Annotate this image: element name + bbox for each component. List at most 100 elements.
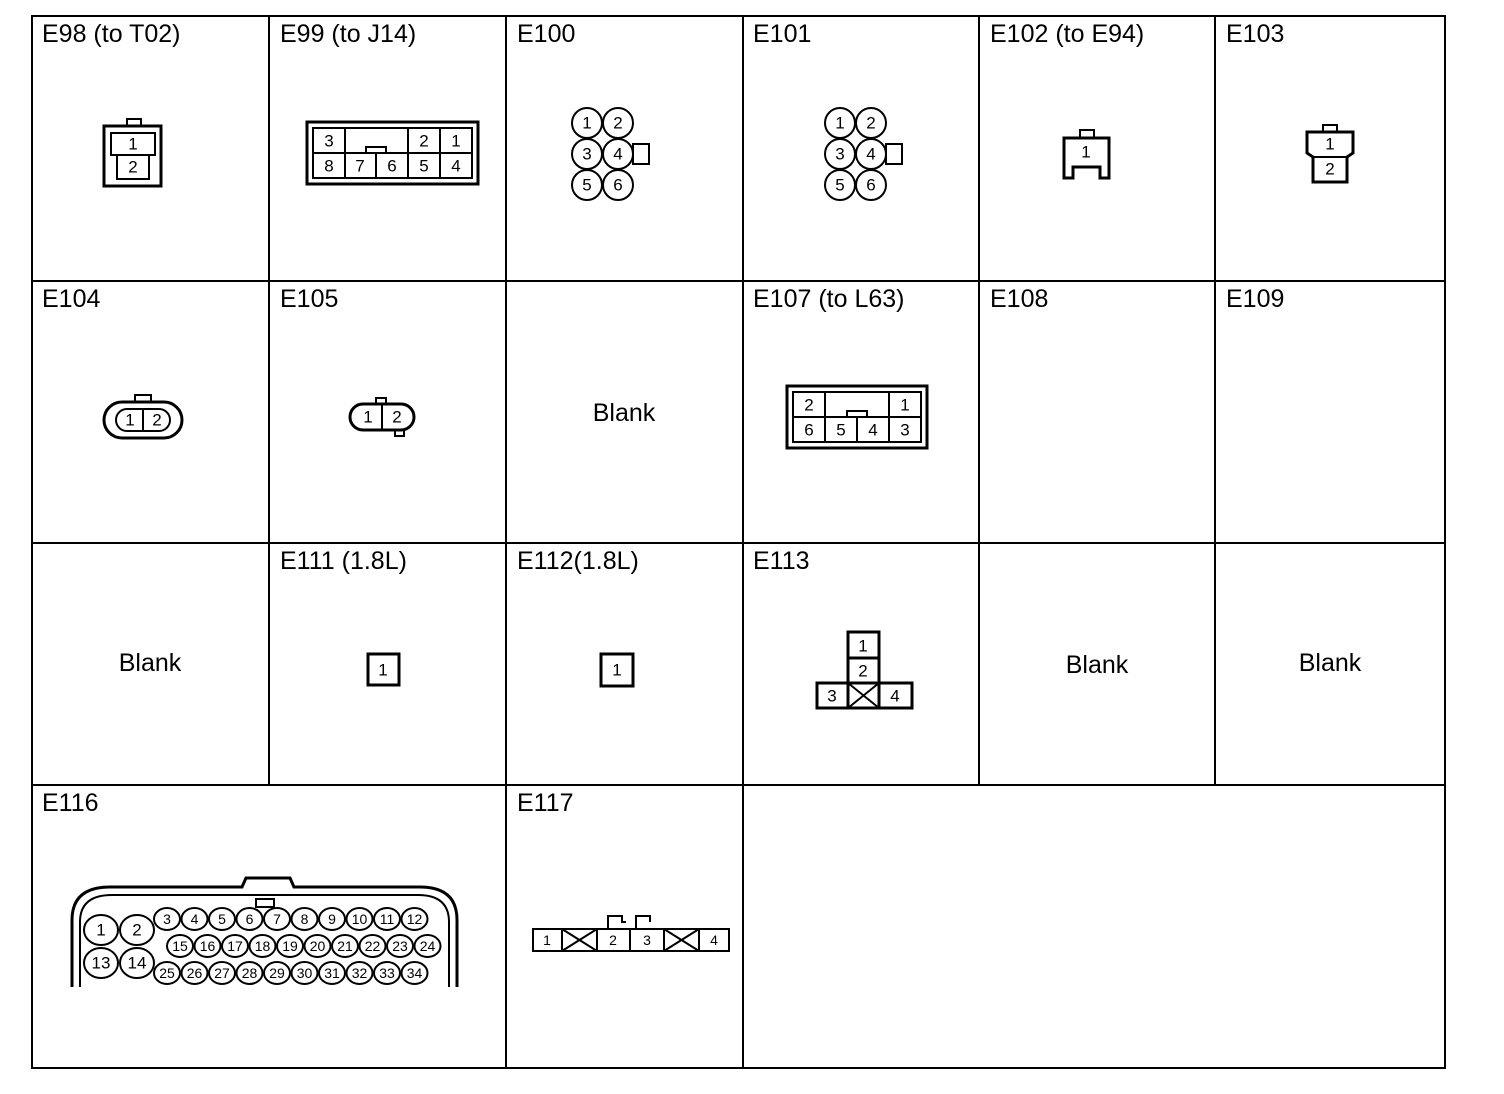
- e116-pin-outline: [413, 934, 442, 958]
- pin-label: 4: [451, 157, 460, 176]
- pin-label: 3: [643, 932, 651, 948]
- cell-e100: E100 1 2 3 4 5 6: [517, 20, 650, 201]
- connector-label: E116: [42, 789, 99, 817]
- pin-label: 2: [866, 114, 875, 133]
- cell-e103: E103 1 2: [1226, 20, 1355, 184]
- e116-pin-outline: [318, 961, 346, 985]
- blank-text: Blank: [1299, 649, 1362, 677]
- pin-label: 27: [214, 965, 230, 981]
- blank-text: Blank: [593, 399, 656, 427]
- pin-label: 1: [96, 921, 105, 940]
- connector-e99-diagram: 3 2 1 8 7 6 5 4: [305, 120, 480, 186]
- connector-e103-diagram: 1 2: [1305, 124, 1355, 184]
- pin-label: 1: [363, 408, 372, 427]
- connector-e105-diagram: 1 2: [348, 397, 416, 437]
- e116-pin-outline: [331, 934, 359, 958]
- e116-pin: 17: [221, 934, 249, 958]
- e116-pin-outline: [386, 934, 414, 958]
- pin-label: 3: [827, 687, 836, 706]
- e116-pin-outline: [373, 961, 401, 985]
- pin-label: 1: [1081, 143, 1090, 162]
- e116-pin-outline: [373, 907, 401, 931]
- cell-e109: E109: [1226, 285, 1284, 313]
- e116-pin: 30: [290, 961, 319, 985]
- e116-pin: 23: [386, 934, 414, 958]
- pin-label: 2: [858, 662, 867, 681]
- e116-pin: 3: [153, 907, 181, 931]
- pin-label: 2: [804, 396, 813, 415]
- e116-pin: 10: [345, 907, 374, 931]
- cell-e105: E105 1 2: [280, 285, 416, 437]
- pin-label: 23: [392, 938, 408, 954]
- pin-label: 2: [132, 921, 141, 940]
- e116-pin: 18: [248, 934, 277, 958]
- connector-e104-diagram: 1 2: [102, 394, 184, 440]
- e116-pin: 21: [331, 934, 359, 958]
- pin-label: 2: [128, 158, 137, 177]
- e116-pin-outline: [400, 961, 429, 985]
- e116-pin-outline: [221, 934, 249, 958]
- e116-pin-outline: [193, 934, 222, 958]
- pin-label: 26: [187, 965, 203, 981]
- connector-e102-diagram: 1: [1062, 129, 1111, 180]
- pin-label: 2: [392, 408, 401, 427]
- cell-e112: E112(1.8L) 1: [517, 547, 639, 688]
- connector-label: E104: [42, 285, 100, 313]
- pin-label: 4: [613, 145, 622, 164]
- e116-pin-outline: [208, 961, 236, 985]
- pin-label: 13: [92, 954, 111, 973]
- e116-pin-outline: [166, 934, 194, 958]
- pin-label: 4: [710, 932, 718, 948]
- pin-label: 1: [612, 661, 621, 680]
- e116-pin: 33: [373, 961, 401, 985]
- pin-label: 5: [218, 911, 226, 927]
- pin-label: 3: [900, 421, 909, 440]
- e116-pin-outline: [248, 934, 277, 958]
- pin-label: 32: [352, 965, 368, 981]
- cell-e113: E113 1 2 3 4: [753, 547, 914, 710]
- pin-label: 2: [1325, 160, 1334, 179]
- pin-label: 5: [582, 176, 591, 195]
- connector-label: E111 (1.8L): [280, 547, 407, 575]
- pin-label: 33: [379, 965, 395, 981]
- pin-label: 3: [835, 145, 844, 164]
- pin-label: 4: [191, 911, 199, 927]
- pin-label: 6: [246, 911, 254, 927]
- pin-label: 20: [310, 938, 326, 954]
- pin-label: 2: [609, 932, 617, 948]
- e116-pin: 31: [318, 961, 346, 985]
- e116-pin-outline: [263, 961, 291, 985]
- e116-pin-outline: [153, 907, 181, 931]
- cell-blank-4: Blank: [1299, 649, 1362, 677]
- pin-label: 3: [163, 911, 171, 927]
- e116-pin: 15: [166, 934, 194, 958]
- cell-blank-1: Blank: [593, 399, 656, 427]
- connector-label: E99 (to J14): [280, 20, 416, 48]
- pin-label: 21: [337, 938, 353, 954]
- pin-label: 11: [380, 911, 395, 927]
- e116-pin-outline: [290, 961, 319, 985]
- cell-blank-3: Blank: [1066, 651, 1129, 679]
- pin-label: 5: [835, 176, 844, 195]
- e116-pin: 32: [345, 961, 374, 985]
- e116-pin: 13: [83, 947, 119, 979]
- connector-e101-diagram: 1 2 3 4 5 6: [824, 107, 903, 201]
- pin-label: 14: [128, 954, 147, 973]
- e116-pin: 1: [83, 914, 119, 946]
- e116-pin-outline: [83, 914, 119, 946]
- cell-e98: E98 (to T02) 1 2: [42, 20, 181, 188]
- e116-pin: 9: [318, 907, 346, 931]
- pin-label: 31: [324, 965, 340, 981]
- e116-pin: 11: [373, 907, 401, 931]
- connector-label: E117: [517, 789, 574, 817]
- pin-label: 10: [352, 911, 368, 927]
- pin-label: 18: [255, 938, 271, 954]
- pin-label: 1: [543, 932, 551, 948]
- e116-pin-outline: [153, 961, 181, 985]
- connector-label: E107 (to L63): [753, 285, 905, 313]
- pin-label: 1: [835, 114, 844, 133]
- e116-pin: 26: [180, 961, 209, 985]
- pin-label: 5: [836, 421, 845, 440]
- pin-label: 1: [378, 661, 387, 680]
